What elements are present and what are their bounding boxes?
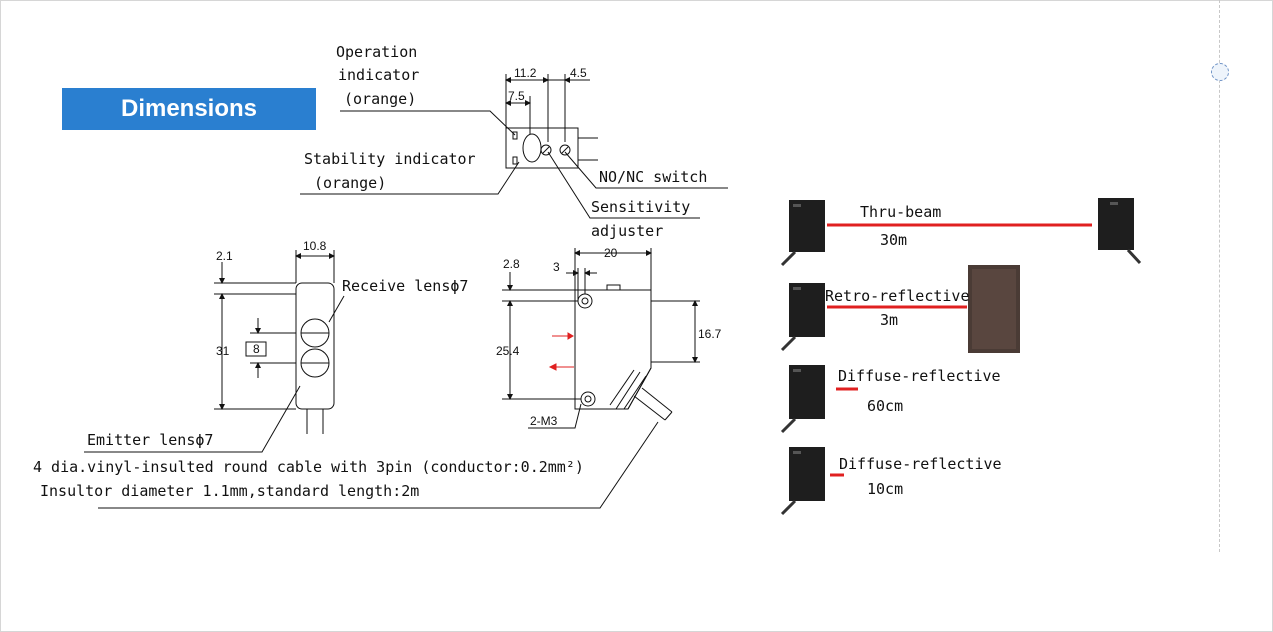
operation-indicator-line3: (orange)	[344, 90, 416, 108]
dim-top-7-5: 7.5	[508, 89, 525, 103]
sensitivity-adjuster-line2: adjuster	[591, 222, 663, 240]
cable-note-line1: 4 dia.vinyl-insulted round cable with 3p…	[33, 458, 584, 476]
stability-indicator-line1: Stability indicator	[304, 150, 476, 168]
operation-indicator-line1: Operation	[336, 43, 417, 61]
front-view-arrows	[548, 332, 574, 371]
sensitivity-adjuster-line1: Sensitivity	[591, 198, 690, 216]
dim-front-2-8: 2.8	[503, 257, 520, 271]
side-view	[84, 250, 345, 453]
mode-thru-beam-distance: 30m	[880, 231, 907, 249]
mode-thru-beam-name: Thru-beam	[860, 203, 941, 221]
page-margin-guide	[1219, 0, 1220, 552]
dim-side-31: 31	[216, 344, 230, 358]
dim-front-16-7: 16.7	[698, 327, 722, 341]
sensor-thru-beam-emitter	[780, 200, 825, 267]
mode-diffuse-60cm-distance: 60cm	[867, 397, 903, 415]
dim-side-10-8: 10.8	[303, 239, 327, 253]
operation-indicator-line2: indicator	[338, 66, 419, 84]
dim-front-25-4: 25.4	[496, 344, 520, 358]
dim-front-3: 3	[553, 260, 560, 274]
dim-side-8: 8	[253, 342, 260, 356]
dim-front-20: 20	[604, 246, 618, 260]
emitter-lens-label: Emitter lensϕ7	[87, 431, 213, 449]
dim-top-11-2: 11.2	[514, 66, 537, 80]
dim-side-2-1: 2.1	[216, 249, 233, 263]
sensor-thru-beam-receiver	[1098, 198, 1142, 265]
dim-top-4-5: 4.5	[570, 66, 587, 80]
no-nc-switch-label: NO/NC switch	[599, 168, 707, 186]
mode-retro-distance: 3m	[880, 311, 898, 329]
mode-diffuse-60cm-name: Diffuse-reflective	[838, 367, 1001, 385]
mode-diffuse-10cm-name: Diffuse-reflective	[839, 455, 1002, 473]
sensor-diffuse-10cm	[780, 447, 825, 516]
mode-diffuse-10cm-distance: 10cm	[867, 480, 903, 498]
stability-indicator-line2: (orange)	[314, 174, 386, 192]
anchor-handle[interactable]	[1211, 63, 1229, 81]
mode-retro-name: Retro-reflective	[825, 287, 970, 305]
sensor-retro-reflective	[780, 283, 825, 352]
cable-note-line2: Insultor diameter 1.1mm,standard length:…	[40, 482, 419, 500]
front-view	[98, 248, 700, 509]
receive-lens-label: Receive lensϕ7	[342, 277, 468, 295]
sensor-diffuse-60cm	[780, 365, 825, 434]
section-title: Dimensions	[62, 88, 316, 130]
top-view	[300, 74, 728, 219]
dim-front-2-m3: 2-M3	[530, 414, 558, 428]
